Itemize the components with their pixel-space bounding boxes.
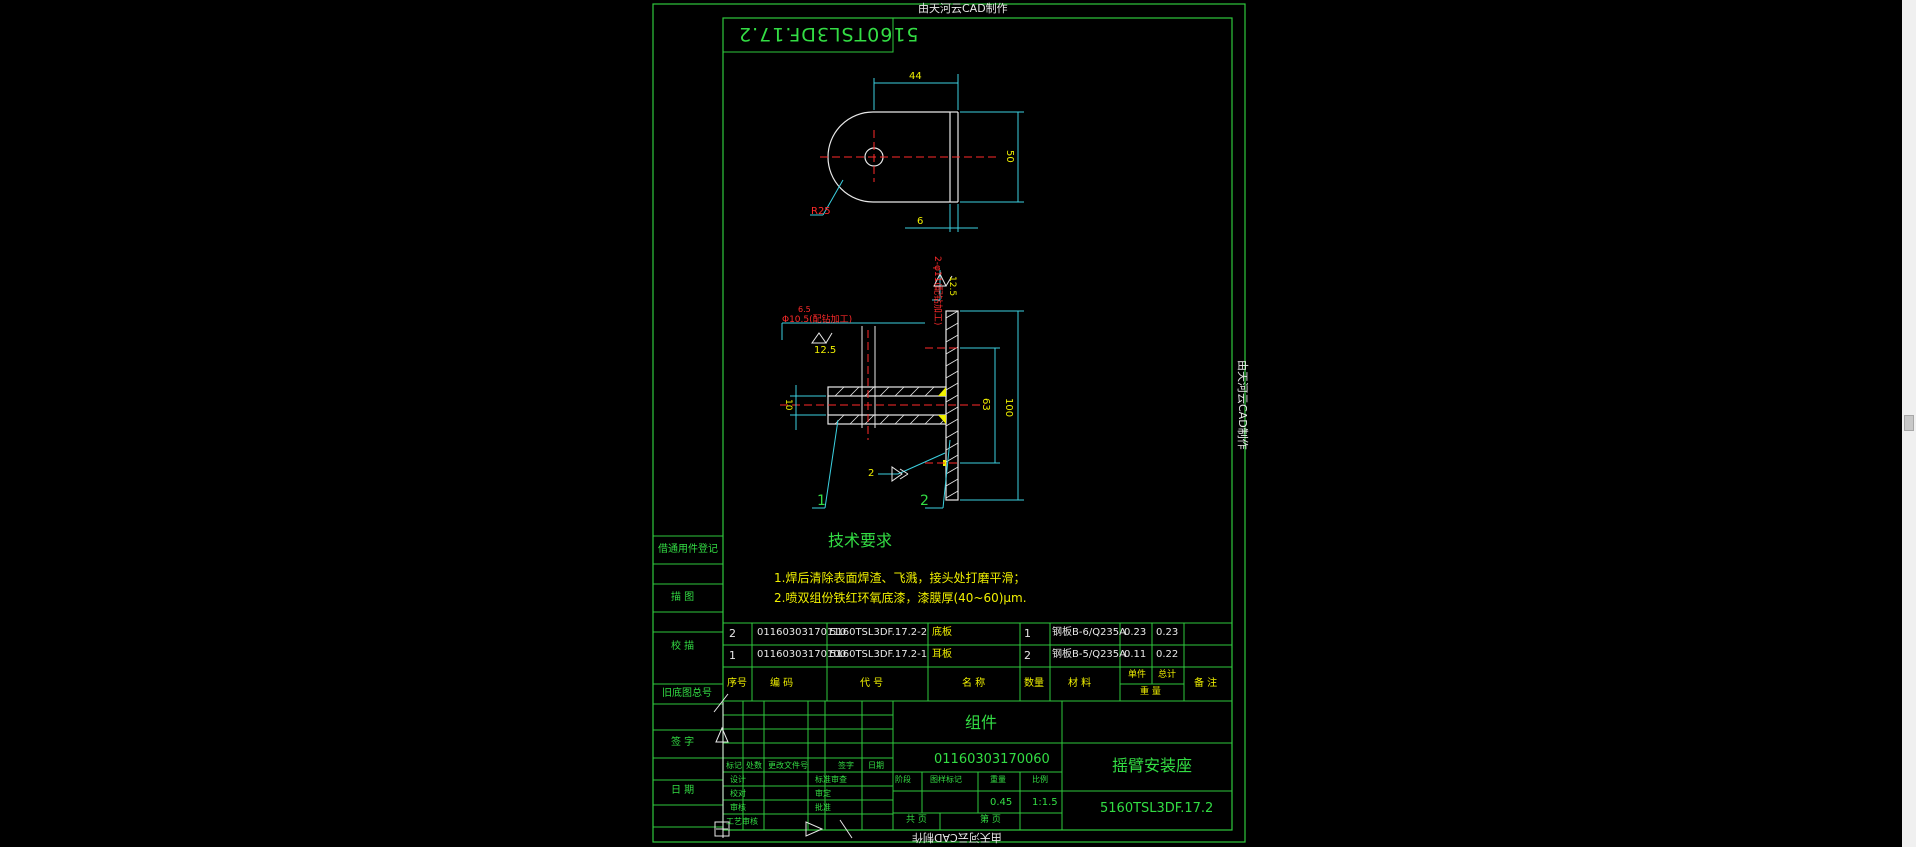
sheet-total: 共 页 [906,815,927,825]
watermark-side: 由天河云CAD制作 [1236,360,1249,450]
dim-10: 10 [783,399,793,411]
rev-header-date: 日期 [868,761,884,770]
stage-header-weight: 重量 [990,775,1006,784]
bom-header-unit: 单件 [1128,670,1147,680]
bom-no: 2 [729,627,736,640]
bom-header-qty: 数量 [1024,678,1044,689]
scrollbar-thumb[interactable] [1904,415,1914,431]
bom-header-no: 序号 [727,678,747,689]
bom-code: 01160303170100 [757,649,847,660]
dim-thickness: 6 [917,216,924,227]
stage-header-phase: 阶段 [895,775,911,784]
note-left-small: 6.5 [798,305,811,314]
callout-1: 1 [817,493,826,509]
rev-header-count: 处数 [746,761,762,770]
note-top-holes: 2-φ11(配钻加工) [932,256,942,326]
bom-header-name: 名 称 [962,678,986,689]
sign-process: 工艺审核 [726,817,758,826]
bom-name: 底板 [932,627,952,638]
bom-code: 01160303170110 [757,627,847,638]
sign-check: 校对 [730,789,746,798]
dim-radius: R25 [811,206,831,217]
callout-2: 2 [920,493,929,509]
note-left-hole: Φ10.5(配钻加工) [782,315,853,325]
bom-header-material: 材 料 [1068,678,1092,689]
dim-width: 44 [909,71,922,82]
bom-header-total: 总计 [1158,670,1177,680]
watermark-top: 由天河云CAD制作 [918,2,1008,15]
bom-header-code: 编 码 [770,678,794,689]
bom-total-weight: 0.22 [1156,649,1179,660]
drawing-number-mirrored: 5160TSL3DF.17.2 [738,23,919,45]
rev-header-mark: 标记 [726,761,742,770]
title-kind: 组件 [965,713,998,732]
strip-sign: 签 字 [671,737,695,748]
weld-symbol-number: 2 [868,468,875,479]
title-dwg-no: 5160TSL3DF.17.2 [1100,801,1214,816]
strip-old-dwg: 旧底图总号 [662,688,712,699]
strip-date: 日 期 [671,785,695,796]
bom-material: 钢板B-6/Q235A [1052,627,1126,638]
bom-no: 1 [729,649,736,662]
title-weight: 0.45 [990,797,1013,808]
dim-63: 63 [980,398,991,411]
bom-material: 钢板B-5/Q235A [1052,649,1126,660]
bom-header-dwg: 代 号 [860,678,884,689]
bom-header-remark: 备 注 [1194,678,1218,689]
title-code: 01160303170060 [934,752,1050,767]
strip-trace: 描 图 [671,592,695,603]
tech-line-2: 2.喷双组份铁红环氧底漆，漆膜厚(40~60)μm. [774,591,1027,605]
rev-header-sign: 签字 [838,761,854,770]
dim-100: 100 [1003,398,1014,418]
stage-header-scale: 比例 [1032,775,1048,784]
bom-qty: 2 [1024,649,1031,662]
rev-header-file: 更改文件号 [768,761,808,770]
bom-dwg: 5160TSL3DF.17.2-2 [830,627,928,638]
tech-line-1: 1.焊后清除表面焊渣、飞溅，接头处打磨平滑； [774,571,1026,585]
sheet-no: 第 页 [980,815,1001,825]
sign-ratify: 批准 [815,803,831,812]
bom-header-weight: 重 量 [1140,687,1161,697]
bom-total-weight: 0.23 [1156,627,1179,638]
strip-check: 校 描 [671,641,695,652]
bom-name: 耳板 [932,649,952,660]
stage-header-mark: 图样标记 [930,775,962,784]
dim-height: 50 [1004,150,1015,163]
watermark-bottom: 由天河云CAD制作 [912,831,1002,844]
bom-unit-weight: 0.11 [1124,649,1147,660]
bom-qty: 1 [1024,627,1031,640]
sign-approve: 审定 [815,789,831,798]
bom-dwg: 5160TSL3DF.17.2-1 [830,649,928,660]
sign-review: 审核 [730,803,746,812]
title-name: 摇臂安装座 [1112,756,1193,775]
bom-unit-weight: 0.23 [1124,627,1147,638]
roughness-left: 12.5 [814,345,837,356]
title-scale: 1:1.5 [1032,797,1058,808]
sign-standard: 标准审查 [815,775,847,784]
sign-design: 设计 [730,775,746,784]
tech-title: 技术要求 [828,531,893,550]
strip-borrow: 借通用件登记 [658,544,718,555]
roughness-top: 12.5 [947,276,957,297]
